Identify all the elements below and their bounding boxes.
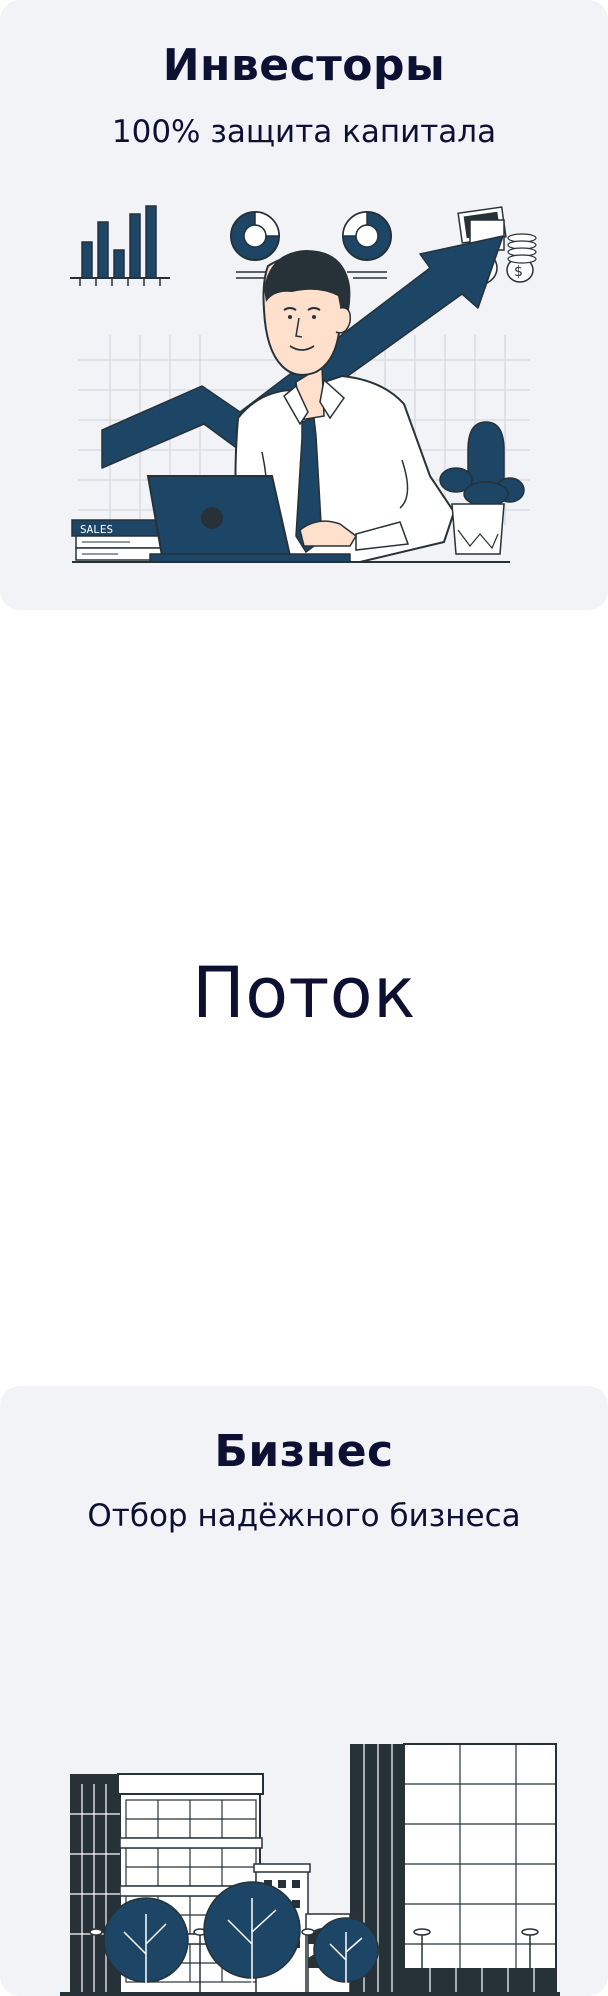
business-card: Бизнес Отбор надёжного бизнеса xyxy=(0,1386,608,1996)
donut-chart-icon xyxy=(342,211,392,279)
city-buildings-illustration xyxy=(60,1743,560,1996)
bar-chart-icon xyxy=(70,205,170,286)
street-lamp-icons xyxy=(89,1928,539,1994)
laptop-icon xyxy=(146,475,351,563)
growth-arrow-icon xyxy=(101,235,504,469)
investors-subtitle: 100% защита капитала xyxy=(111,114,497,150)
business-title: Бизнес xyxy=(214,1426,394,1477)
tree-icons xyxy=(103,1881,379,1994)
svg-text:$: $ xyxy=(514,264,523,280)
investors-card: Инвесторы 100% защита капитала xyxy=(0,0,608,610)
right-office-building xyxy=(350,1743,557,1995)
investor-at-laptop-illustration: $ $ SALES xyxy=(70,205,537,563)
investor-person xyxy=(234,250,456,563)
flow-title: Поток xyxy=(192,952,416,1034)
business-subtitle: Отбор надёжного бизнеса xyxy=(87,1498,521,1534)
books-label: SALES xyxy=(80,523,113,536)
investors-title: Инвесторы xyxy=(162,40,446,91)
books-stack: SALES xyxy=(71,519,171,561)
donut-chart-icon xyxy=(230,211,280,279)
cactus-plant-icon xyxy=(439,421,525,555)
ground-line xyxy=(60,1992,560,1996)
